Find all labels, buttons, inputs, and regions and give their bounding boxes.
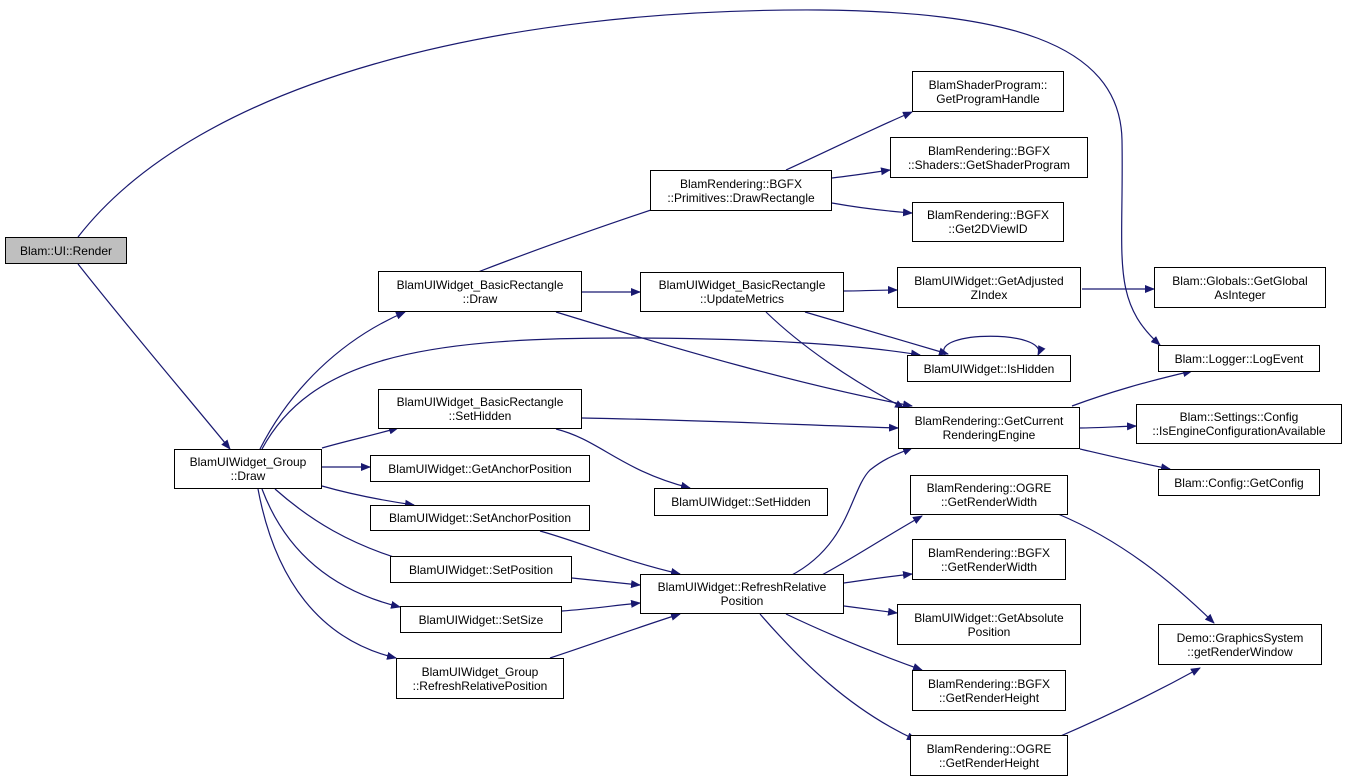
- edge-groupdraw-setanchor: [321, 485, 415, 508]
- edge-ogrewidth-renderwindow: [1057, 513, 1215, 624]
- edge-ishidden-self: [943, 335, 1046, 356]
- node-shader-program-handle[interactable]: BlamShaderProgram:: GetProgramHandle: [912, 71, 1064, 112]
- edge-updatemetrics-zindex: [843, 286, 898, 295]
- node-update-metrics[interactable]: BlamUIWidget_BasicRectangle ::UpdateMetr…: [640, 272, 844, 312]
- node-get-2d-view-id[interactable]: BlamRendering::BGFX ::Get2DViewID: [912, 202, 1064, 242]
- node-blam-ui-render: Blam::UI::Render: [5, 237, 127, 264]
- node-bgfx-get-render-width[interactable]: BlamRendering::BGFX ::GetRenderWidth: [912, 539, 1066, 580]
- node-group-draw[interactable]: BlamUIWidget_Group ::Draw: [174, 449, 322, 489]
- node-is-engine-configuration-available[interactable]: Blam::Settings::Config ::IsEngineConfigu…: [1136, 404, 1342, 444]
- edge-groupdraw-ishidden: [261, 337, 921, 450]
- edge-refresh-bgfxheight: [785, 613, 923, 671]
- edge-setposition-refresh: [571, 577, 641, 589]
- edge-currentengine-logevent: [1071, 369, 1193, 407]
- node-ogre-get-render-width[interactable]: BlamRendering::OGRE ::GetRenderWidth: [910, 475, 1068, 515]
- node-get-config[interactable]: Blam::Config::GetConfig: [1158, 469, 1320, 496]
- edge-rectsethidden-currentengine: [581, 417, 899, 432]
- edge-refresh-absolute: [843, 605, 898, 616]
- edge-groupdraw-rectdraw: [259, 311, 406, 450]
- node-get-shader-program[interactable]: BlamRendering::BGFX ::Shaders::GetShader…: [890, 137, 1088, 178]
- node-get-render-window[interactable]: Demo::GraphicsSystem ::getRenderWindow: [1158, 624, 1322, 665]
- edge-drawrect-shaderhandle: [785, 111, 913, 171]
- edge-setsize-refresh: [561, 599, 641, 612]
- edge-render-logevent: [77, 9, 1161, 346]
- node-widget-sethidden[interactable]: BlamUIWidget::SetHidden: [654, 488, 828, 516]
- edge-updatemetrics-currentengine: [765, 311, 905, 409]
- edge-drawrect-getshader: [831, 167, 891, 179]
- node-is-hidden[interactable]: BlamUIWidget::IsHidden: [907, 355, 1071, 382]
- node-set-size[interactable]: BlamUIWidget::SetSize: [400, 606, 562, 633]
- edge-groupdraw-grouprefresh: [257, 488, 397, 660]
- node-rect-sethidden[interactable]: BlamUIWidget_BasicRectangle ::SetHidden: [378, 389, 582, 429]
- node-get-anchor-position[interactable]: BlamUIWidget::GetAnchorPosition: [370, 455, 590, 482]
- node-set-anchor-position[interactable]: BlamUIWidget::SetAnchorPosition: [370, 505, 590, 531]
- node-group-refresh[interactable]: BlamUIWidget_Group ::RefreshRelativePosi…: [396, 658, 564, 699]
- edge-updatemetrics-ishidden: [804, 311, 949, 356]
- edge-rectsethidden-widgetsethidden: [555, 428, 691, 490]
- node-get-global-as-integer[interactable]: Blam::Globals::GetGlobal AsInteger: [1154, 267, 1326, 308]
- edge-render-groupdraw: [77, 263, 231, 450]
- node-get-adjusted-zindex[interactable]: BlamUIWidget::GetAdjusted ZIndex: [897, 267, 1081, 308]
- node-refresh-relative-position[interactable]: BlamUIWidget::RefreshRelative Position: [640, 574, 844, 614]
- edge-refresh-ogreheight: [759, 613, 917, 741]
- edge-setanchor-refresh: [539, 530, 681, 576]
- edge-ogreheight-renderwindow: [1055, 667, 1201, 739]
- edge-refresh-ogrewidth: [819, 515, 923, 577]
- node-ogre-get-render-height[interactable]: BlamRendering::OGRE ::GetRenderHeight: [910, 735, 1068, 776]
- edge-currentengine-engineconfig: [1079, 422, 1137, 431]
- node-bgfx-get-render-height[interactable]: BlamRendering::BGFX ::GetRenderHeight: [912, 670, 1066, 711]
- node-get-absolute-position[interactable]: BlamUIWidget::GetAbsolute Position: [897, 604, 1081, 645]
- edge-groupdraw-setsize: [261, 488, 401, 609]
- node-rect-draw[interactable]: BlamUIWidget_BasicRectangle ::Draw: [378, 271, 582, 312]
- node-log-event[interactable]: Blam::Logger::LogEvent: [1158, 345, 1320, 372]
- node-draw-rectangle[interactable]: BlamRendering::BGFX ::Primitives::DrawRe…: [650, 170, 832, 211]
- edge-refresh-currentengine: [789, 447, 913, 577]
- node-get-current-rendering-engine[interactable]: BlamRendering::GetCurrent RenderingEngin…: [898, 407, 1080, 449]
- edge-refresh-bgfxwidth: [843, 571, 913, 584]
- edge-grouprefresh-refresh: [549, 612, 681, 659]
- edge-currentengine-getconfig: [1079, 448, 1171, 472]
- edge-groupdraw-setposition: [274, 488, 411, 564]
- edge-drawrect-get2d: [831, 202, 913, 217]
- edge-groupdraw-rectsethidden: [321, 426, 399, 449]
- edge-rectdraw-currentengine: [555, 311, 913, 409]
- node-set-position[interactable]: BlamUIWidget::SetPosition: [390, 556, 572, 583]
